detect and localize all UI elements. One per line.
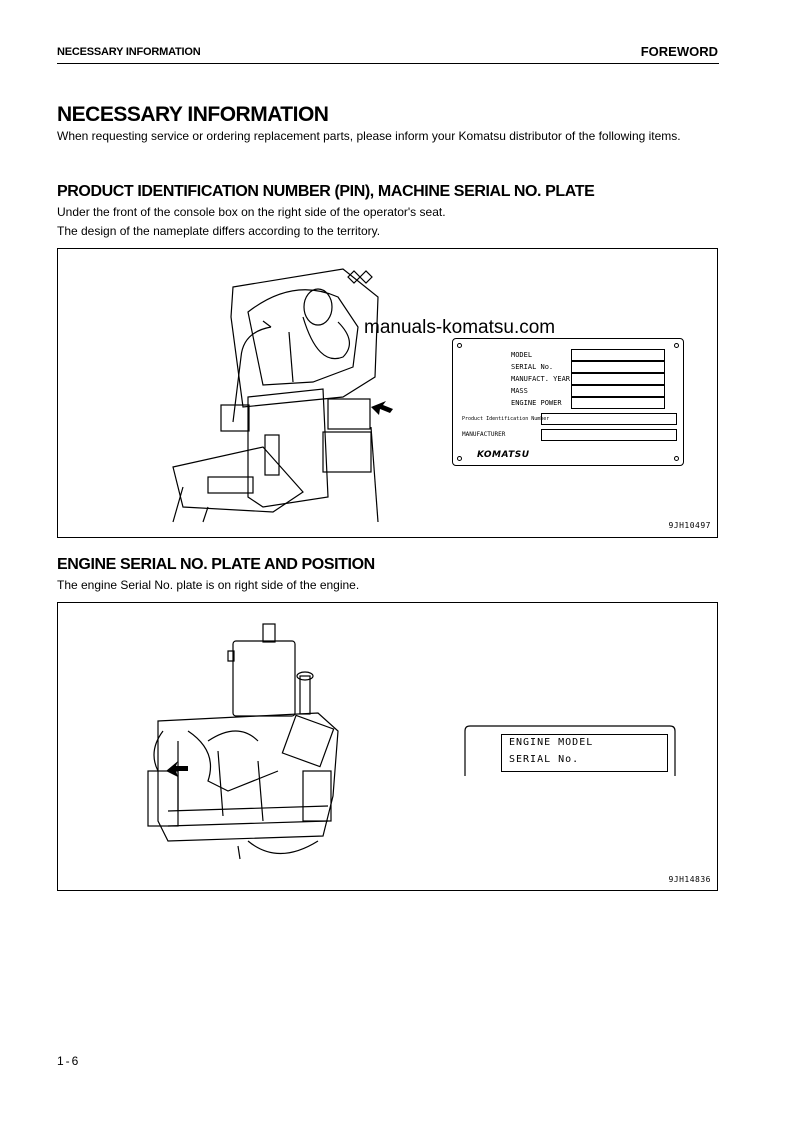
pin-section-heading: PRODUCT IDENTIFICATION NUMBER (PIN), MAC…	[57, 183, 595, 200]
plate-label-engine-power: ENGINE POWER	[511, 399, 562, 407]
watermark-text: manuals-komatsu.com	[364, 317, 556, 338]
pin-territory-text: The design of the nameplate differs acco…	[57, 224, 381, 238]
plate-field-mass	[571, 385, 665, 397]
engine-location-text: The engine Serial No. plate is on right …	[57, 578, 360, 592]
plate-label-year: MANUFACT. YEAR	[511, 375, 571, 383]
page-number: 1-6	[57, 1054, 81, 1068]
plate-label-pin: Product Identification Number	[462, 416, 550, 422]
engine-plate-field-box	[501, 734, 668, 772]
engine-plate-label-model: ENGINE MODEL	[509, 737, 594, 748]
plate-label-model: MODEL	[511, 351, 533, 359]
intro-paragraph: When requesting service or ordering repl…	[57, 129, 681, 143]
running-header-section: NECESSARY INFORMATION	[57, 46, 201, 58]
engine-plate-label-serial: SERIAL No.	[509, 754, 580, 765]
running-header-chapter: FOREWORD	[640, 44, 718, 59]
engine-figure: ENGINE MODEL SERIAL No. 9JH14836	[57, 602, 718, 891]
plate-label-manufacturer: MANUFACTURER	[462, 431, 506, 438]
pin-location-text: Under the front of the console box on th…	[57, 205, 446, 219]
plate-field-year	[571, 373, 665, 385]
pin-figure: manuals-komatsu.com MODEL SERIAL No. MAN…	[57, 248, 718, 538]
figure-code: 9JH10497	[668, 521, 711, 530]
engine-plate-outline	[464, 725, 676, 776]
engine-illustration	[147, 623, 339, 860]
plate-label-serial: SERIAL No.	[511, 363, 554, 371]
plate-field-engine-power	[571, 397, 665, 409]
machine-nameplate: MODEL SERIAL No. MANUFACT. YEAR MASS ENG…	[452, 338, 684, 466]
figure-code: 9JH14836	[668, 875, 711, 884]
komatsu-logo: KOMATSU	[477, 450, 530, 460]
screw-icon	[457, 343, 462, 348]
console-illustration	[172, 268, 393, 523]
screw-icon	[674, 456, 679, 461]
plate-field-manufacturer	[541, 429, 677, 441]
plate-field-pin	[541, 413, 677, 425]
engine-section-heading: ENGINE SERIAL NO. PLATE AND POSITION	[57, 556, 375, 573]
plate-field-serial	[571, 361, 665, 373]
screw-icon	[457, 456, 462, 461]
plate-field-model	[571, 349, 665, 361]
page-title: NECESSARY INFORMATION	[57, 103, 329, 126]
header-rule	[57, 63, 719, 64]
screw-icon	[674, 343, 679, 348]
plate-label-mass: MASS	[511, 387, 528, 395]
